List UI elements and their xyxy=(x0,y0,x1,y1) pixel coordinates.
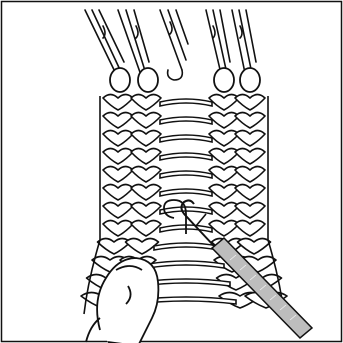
knitting-illustration xyxy=(0,0,343,343)
illustration-frame xyxy=(0,0,343,343)
